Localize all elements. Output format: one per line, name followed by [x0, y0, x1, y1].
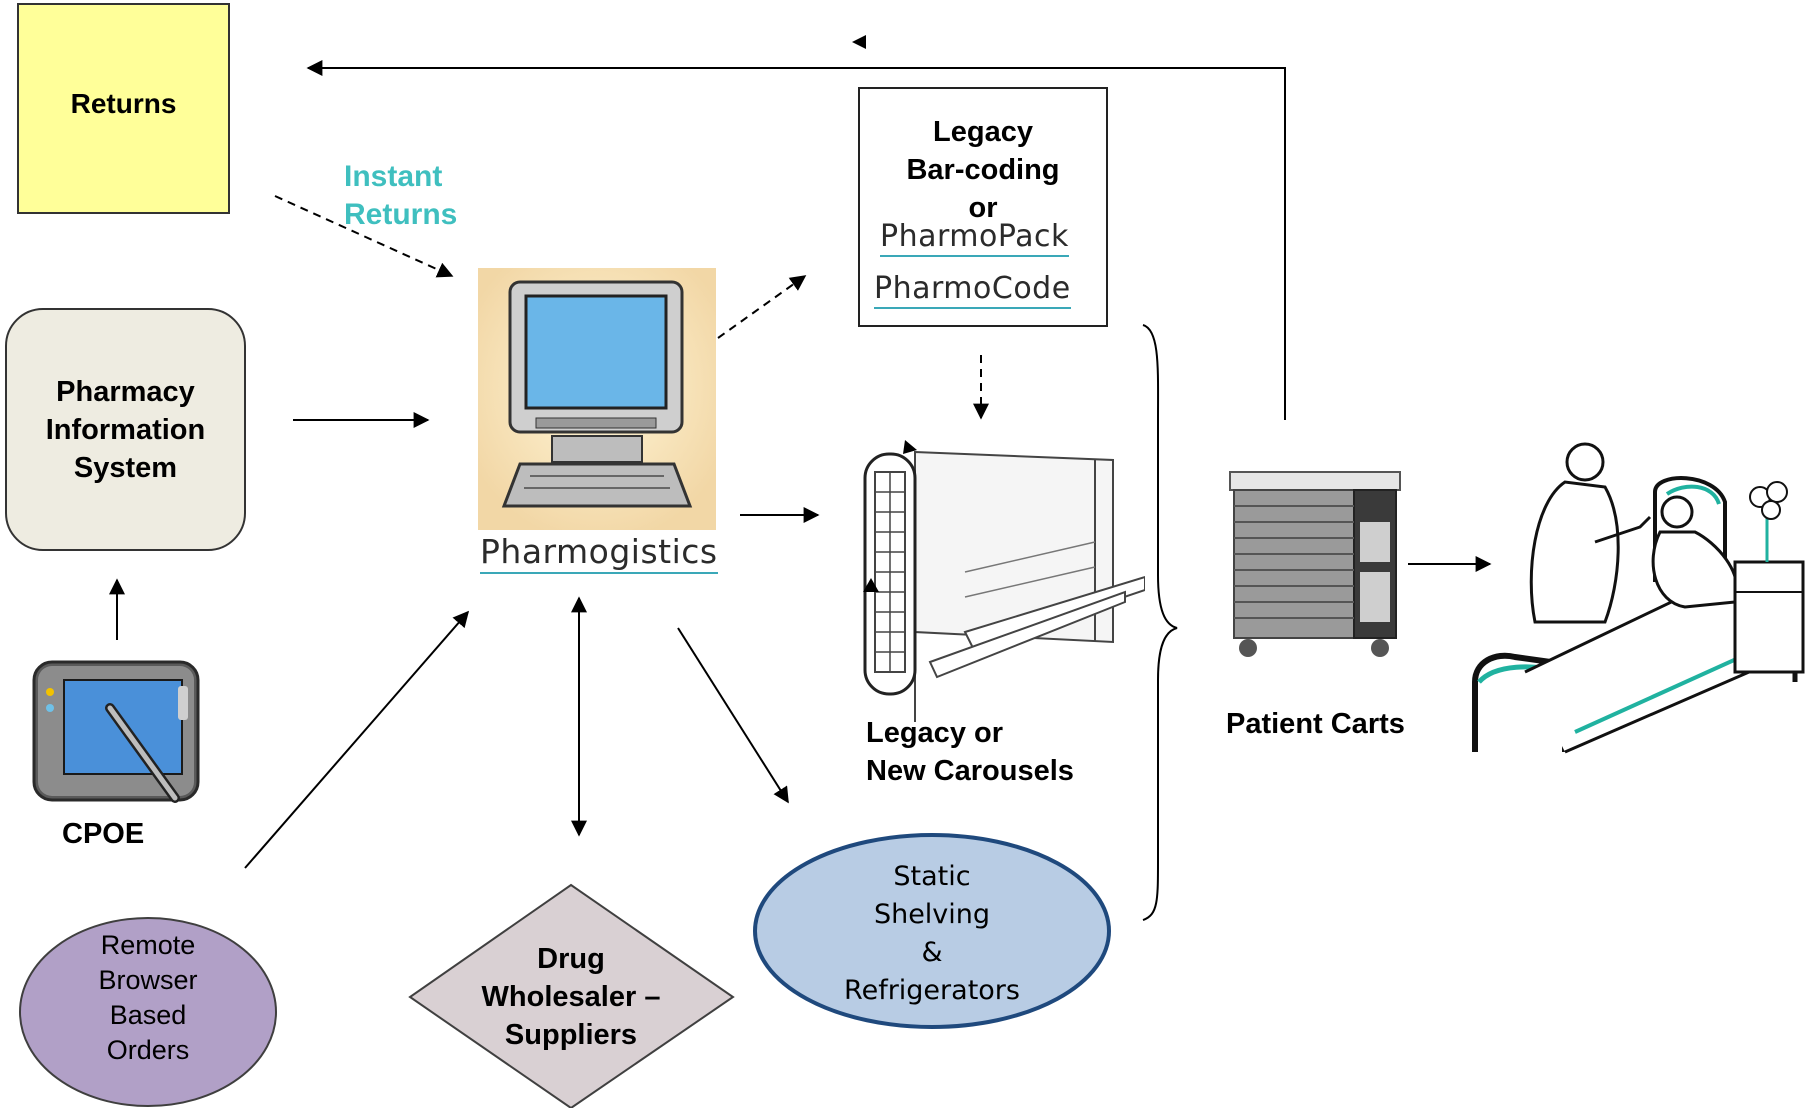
carousels-label: Legacy or New Carousels [866, 714, 1074, 790]
static-shelving-line4: Refrigerators [844, 975, 1020, 1006]
drug-wholesaler-line1: Drug [537, 943, 605, 975]
pharmogistics-logo-text: Pharmogistics [480, 532, 718, 571]
instant-returns-label: Instant Returns [344, 158, 457, 234]
remote-line3: Based [109, 1000, 187, 1030]
return-mid-arrowhead [852, 35, 866, 49]
static-shelving-line3: & [921, 937, 943, 968]
drug-wholesaler-line2: Wholesaler – [481, 981, 661, 1013]
carousel-icon [863, 440, 1145, 722]
static-shelving-label: Static Shelving & Refrigerators [822, 858, 1042, 1010]
pharmocode-logo-text: PharmoCode [874, 271, 1071, 306]
legacy-barcoding-line1: Legacy [933, 116, 1033, 148]
legacy-barcoding-line3: or [968, 192, 998, 224]
pharmopack-logo-text: PharmoPack [880, 219, 1069, 254]
returns-label: Returns [70, 87, 177, 119]
legacy-barcoding-line2: Bar-coding [906, 154, 1060, 186]
patient-cart-icon [1229, 471, 1401, 657]
carousels-line1: Legacy or [866, 717, 1003, 749]
storage-brace [1142, 324, 1178, 921]
static-shelving-line1: Static [893, 861, 971, 892]
patient-bed-icon [1472, 442, 1805, 754]
pharmogistics-computer-icon [478, 268, 716, 530]
instant-returns-arrow [274, 195, 454, 278]
legacy-barcoding-box: Legacy Bar-coding or PharmoPack PharmoCo… [858, 87, 1108, 327]
pharmacy-info-box: Pharmacy Information System [5, 308, 246, 551]
cpoe-label: CPOE [62, 818, 145, 850]
remote-line4: Orders [106, 1035, 190, 1065]
cpoe-tablet-icon [32, 660, 200, 803]
return-line [306, 60, 1286, 420]
static-shelving-line2: Shelving [873, 899, 991, 930]
drug-wholesaler-line3: Suppliers [504, 1019, 638, 1051]
remote-orders-label: Remote Browser Based Orders [58, 928, 238, 1068]
pharmacy-info-line1: Pharmacy [56, 375, 195, 408]
remote-line2: Browser [98, 965, 198, 995]
static-shelving-shape [753, 833, 1111, 1029]
drug-wholesaler-label: Drug Wholesaler – Suppliers [448, 940, 694, 1054]
remote-line1: Remote [100, 930, 196, 960]
remote-orders-shape [19, 917, 277, 1107]
pharmogistics-to-shelving-arrow [677, 627, 789, 804]
remote-to-pharmogistics-arrow [244, 610, 470, 869]
pharmogistics-to-barcoding-arrow [717, 275, 807, 339]
pharmacy-info-line3: System [73, 451, 178, 484]
instant-returns-line1: Instant [344, 160, 443, 193]
pharmopack-logo: PharmoPack [880, 219, 1069, 257]
drug-wholesaler-shape [408, 883, 735, 1108]
pharmocode-logo: PharmoCode [874, 271, 1071, 309]
returns-box: Returns [17, 3, 230, 214]
instant-returns-line2: Returns [344, 198, 458, 231]
carousels-line2: New Carousels [866, 755, 1074, 787]
pharmogistics-logo: Pharmogistics [480, 532, 718, 574]
patient-carts-label: Patient Carts [1226, 708, 1405, 740]
pharmacy-info-line2: Information [45, 413, 206, 446]
